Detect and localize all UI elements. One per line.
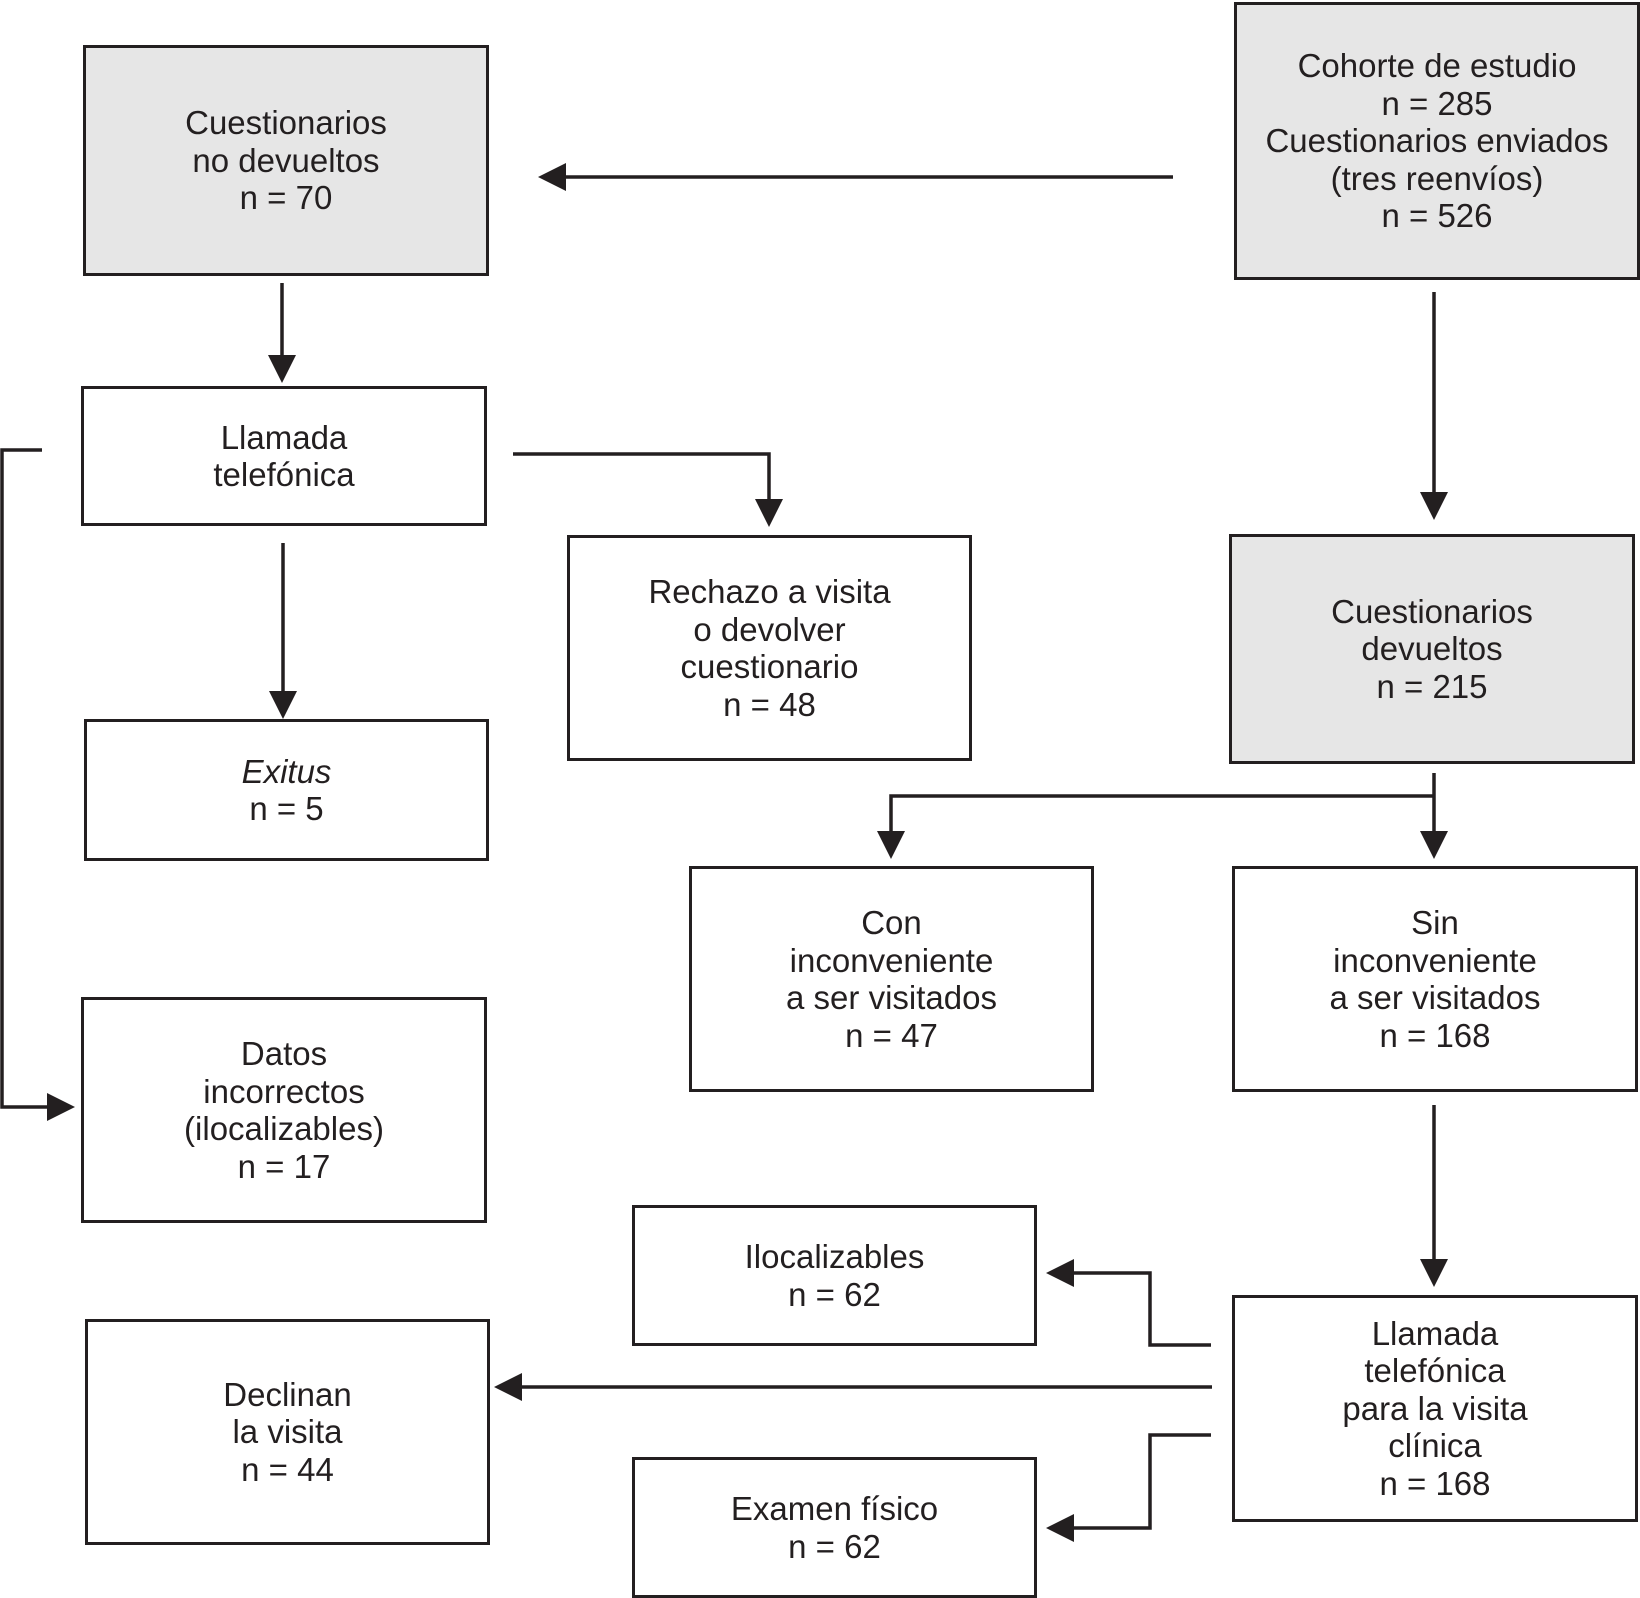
node-text-line: Cuestionarios enviados <box>1265 122 1609 160</box>
node-text-line: la visita <box>232 1413 343 1451</box>
node-text-line: devueltos <box>1361 630 1503 668</box>
node-text-line: n = 17 <box>237 1147 331 1185</box>
node-text-line: Cohorte de estudio <box>1297 47 1577 85</box>
arrow-llamada1-to-datos <box>0 448 75 1121</box>
node-text-line: o devolver <box>693 610 846 648</box>
arrow-llamada2-to-examen <box>1046 1433 1211 1542</box>
node-text-line: clínica <box>1388 1427 1482 1465</box>
node-text-line: n = 5 <box>249 790 324 827</box>
node-text-line: a ser visitados <box>1329 979 1541 1016</box>
node-text-line: n = 48 <box>723 685 816 723</box>
node-text-line: incorrectos <box>203 1072 365 1110</box>
node-text-line: n = 44 <box>241 1450 334 1488</box>
node-text-line: a ser visitados <box>786 979 997 1016</box>
node-text-line: Datos <box>240 1035 328 1072</box>
node-text-line: inconveniente <box>789 941 994 979</box>
arrow-llamada1-to-rechazo <box>513 452 783 527</box>
node-text-line: para la visita <box>1342 1389 1528 1427</box>
node-text-line: Declinan <box>223 1375 352 1413</box>
node-text-line: Con <box>861 904 922 941</box>
node-text-line: n = 62 <box>788 1527 881 1565</box>
node-text-line: (tres reenvíos) <box>1330 159 1544 197</box>
node-text-line: Sin <box>1411 904 1459 941</box>
node-text-line: n = 285 <box>1381 84 1493 122</box>
node-text-line: Rechazo a visita <box>648 573 891 610</box>
node-text-line: Exitus <box>241 752 332 790</box>
arrow-devueltos-to-con_inconv <box>877 794 1434 859</box>
node-text-line: Ilocalizables <box>744 1238 925 1275</box>
node-text-line: inconveniente <box>1333 941 1537 979</box>
node-text-line: n = 47 <box>845 1016 938 1054</box>
node-text-line: n = 215 <box>1376 667 1488 705</box>
node-text-line: Cuestionarios <box>185 104 387 142</box>
node-text-line: n = 62 <box>788 1275 881 1313</box>
node-text-line: n = 168 <box>1379 1464 1491 1502</box>
node-text-line: cuestionario <box>680 648 859 685</box>
node-text-line: Examen físico <box>730 1490 939 1527</box>
node-text-line: Llamada <box>220 418 348 456</box>
node-text-line: n = 70 <box>239 179 333 217</box>
node-text-line: telefónica <box>1364 1352 1506 1390</box>
node-text-line: Cuestionarios <box>1331 592 1533 630</box>
node-text-line: n = 526 <box>1381 197 1493 235</box>
node-text-line: (ilocalizables) <box>184 1110 384 1147</box>
node-text-line: telefónica <box>213 456 355 493</box>
node-text-line: no devueltos <box>192 141 380 179</box>
node-text-line: Llamada <box>1371 1314 1499 1352</box>
node-text-line: n = 168 <box>1379 1016 1491 1054</box>
arrow-llamada2-to-ilocalizables <box>1046 1259 1211 1347</box>
